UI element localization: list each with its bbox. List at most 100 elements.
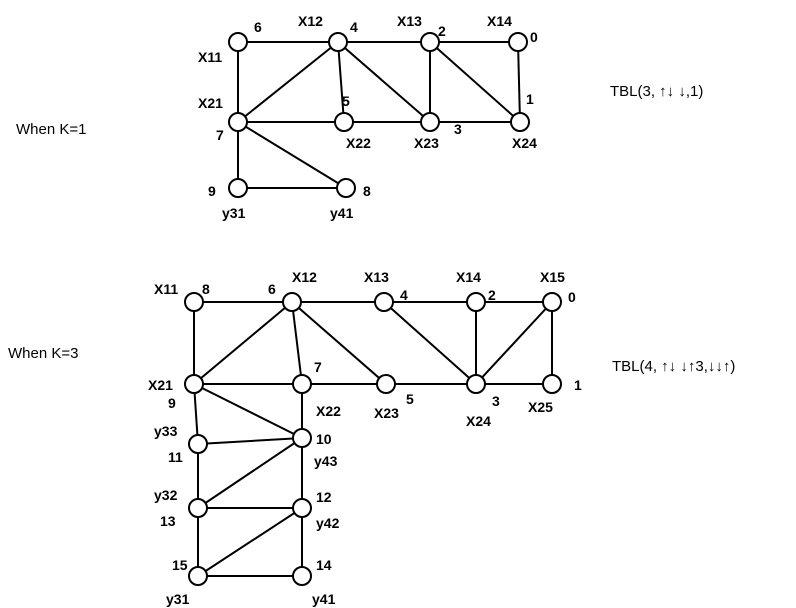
node-label-x21: X21	[198, 95, 223, 111]
node-label-x12: X12	[298, 13, 323, 29]
node-number-x24: 1	[526, 91, 534, 107]
node-x13	[374, 292, 394, 312]
node-x13	[420, 32, 440, 52]
node-x22	[292, 374, 312, 394]
node-y33	[188, 434, 208, 454]
node-label-x22: X22	[316, 403, 341, 419]
edge-x21-y43	[193, 383, 303, 439]
node-number-x22: 7	[314, 359, 322, 375]
node-x23	[376, 374, 396, 394]
edge-x21-x12	[193, 301, 293, 385]
node-number-x11: 8	[202, 281, 210, 297]
node-number-x21: 9	[168, 395, 176, 411]
case-label-k3: When K=3	[8, 345, 78, 362]
edges	[237, 41, 521, 189]
node-number-y32: 13	[160, 513, 176, 529]
node-number-x13: 4	[400, 287, 408, 303]
node-x15	[542, 292, 562, 312]
node-label-y33: y33	[154, 423, 178, 439]
node-x12	[328, 32, 348, 52]
node-number-x23: 3	[454, 121, 462, 137]
edge-x12-x22	[337, 41, 345, 123]
node-number-y41: 14	[316, 557, 332, 573]
node-number-y41: 8	[363, 183, 371, 199]
node-y41	[292, 566, 312, 586]
edge-x21-y33	[193, 383, 199, 445]
node-label-x23: X23	[374, 405, 399, 421]
edge-y33-y43	[197, 437, 303, 445]
node-x14	[508, 32, 528, 52]
node-x11	[184, 292, 204, 312]
node-label-x23: X23	[414, 135, 439, 151]
edge-y42-y31	[197, 507, 303, 577]
node-x21	[184, 374, 204, 394]
node-y43	[292, 428, 312, 448]
node-number-x23: 5	[406, 391, 414, 407]
node-label-x11: X11	[198, 49, 222, 65]
node-y41	[336, 178, 356, 198]
node-label-x21: X21	[148, 377, 173, 393]
node-label-y43: y43	[314, 453, 338, 469]
node-number-y42: 12	[316, 489, 332, 505]
node-label-x15: X15	[540, 269, 565, 285]
node-number-x12: 4	[350, 19, 358, 35]
node-label-x24: X24	[512, 135, 537, 151]
node-number-x24: 3	[492, 393, 500, 409]
node-x23	[420, 112, 440, 132]
edge-y43-y32	[197, 437, 303, 509]
node-y31	[188, 566, 208, 586]
node-label-x13: X13	[397, 13, 422, 29]
tbl-label-k1: TBL(3, ↑↓ ↓,1)	[610, 83, 703, 100]
node-number-y43: 10	[316, 431, 332, 447]
node-label-y41: y41	[312, 591, 336, 607]
node-number-x11: 6	[254, 19, 262, 35]
node-number-x13: 2	[438, 23, 446, 39]
node-number-x25: 1	[574, 377, 582, 393]
node-y31	[228, 178, 248, 198]
node-x22	[334, 112, 354, 132]
node-label-x22: X22	[346, 135, 371, 151]
node-x12	[282, 292, 302, 312]
edge-x14-x24	[517, 41, 521, 123]
node-label-x11: X11	[154, 281, 178, 297]
node-number-x14: 0	[530, 29, 538, 45]
node-label-x25: X25	[528, 399, 553, 415]
edge-x13-x24	[429, 41, 521, 123]
node-number-x21: 7	[216, 127, 224, 143]
node-number-x15: 0	[568, 289, 576, 305]
node-label-y31: y31	[166, 591, 190, 607]
node-label-x14: X14	[487, 13, 512, 29]
edge-x12-x23	[291, 301, 387, 385]
node-y32	[188, 498, 208, 518]
edge-x12-x23	[337, 41, 431, 123]
node-x24	[466, 374, 486, 394]
node-number-y33: 11	[168, 449, 183, 465]
node-label-y31: y31	[222, 205, 246, 221]
edge-x12-x22	[291, 301, 303, 385]
edge-x15-x24	[475, 301, 553, 385]
node-number-y31: 9	[208, 183, 216, 199]
node-label-y32: y32	[154, 487, 178, 503]
node-label-x14: X14	[456, 269, 481, 285]
node-number-y31: 15	[172, 557, 188, 573]
node-number-x22: 5	[342, 93, 350, 109]
case-label-k1: When K=1	[16, 121, 86, 138]
node-label-y42: y42	[316, 515, 340, 531]
node-x25	[542, 374, 562, 394]
edge-x21-x12	[237, 41, 339, 123]
node-y42	[292, 498, 312, 518]
node-label-x12: X12	[292, 269, 317, 285]
tbl-label-k3: TBL(4, ↑↓ ↓↑3,↓↓↑)	[612, 358, 735, 375]
edge-x13-x24	[383, 301, 477, 385]
edges	[193, 301, 553, 577]
node-label-x24: X24	[466, 413, 491, 429]
node-number-x12: 6	[268, 281, 276, 297]
node-label-x13: X13	[364, 269, 389, 285]
node-number-x14: 2	[488, 287, 496, 303]
node-label-y41: y41	[330, 205, 354, 221]
